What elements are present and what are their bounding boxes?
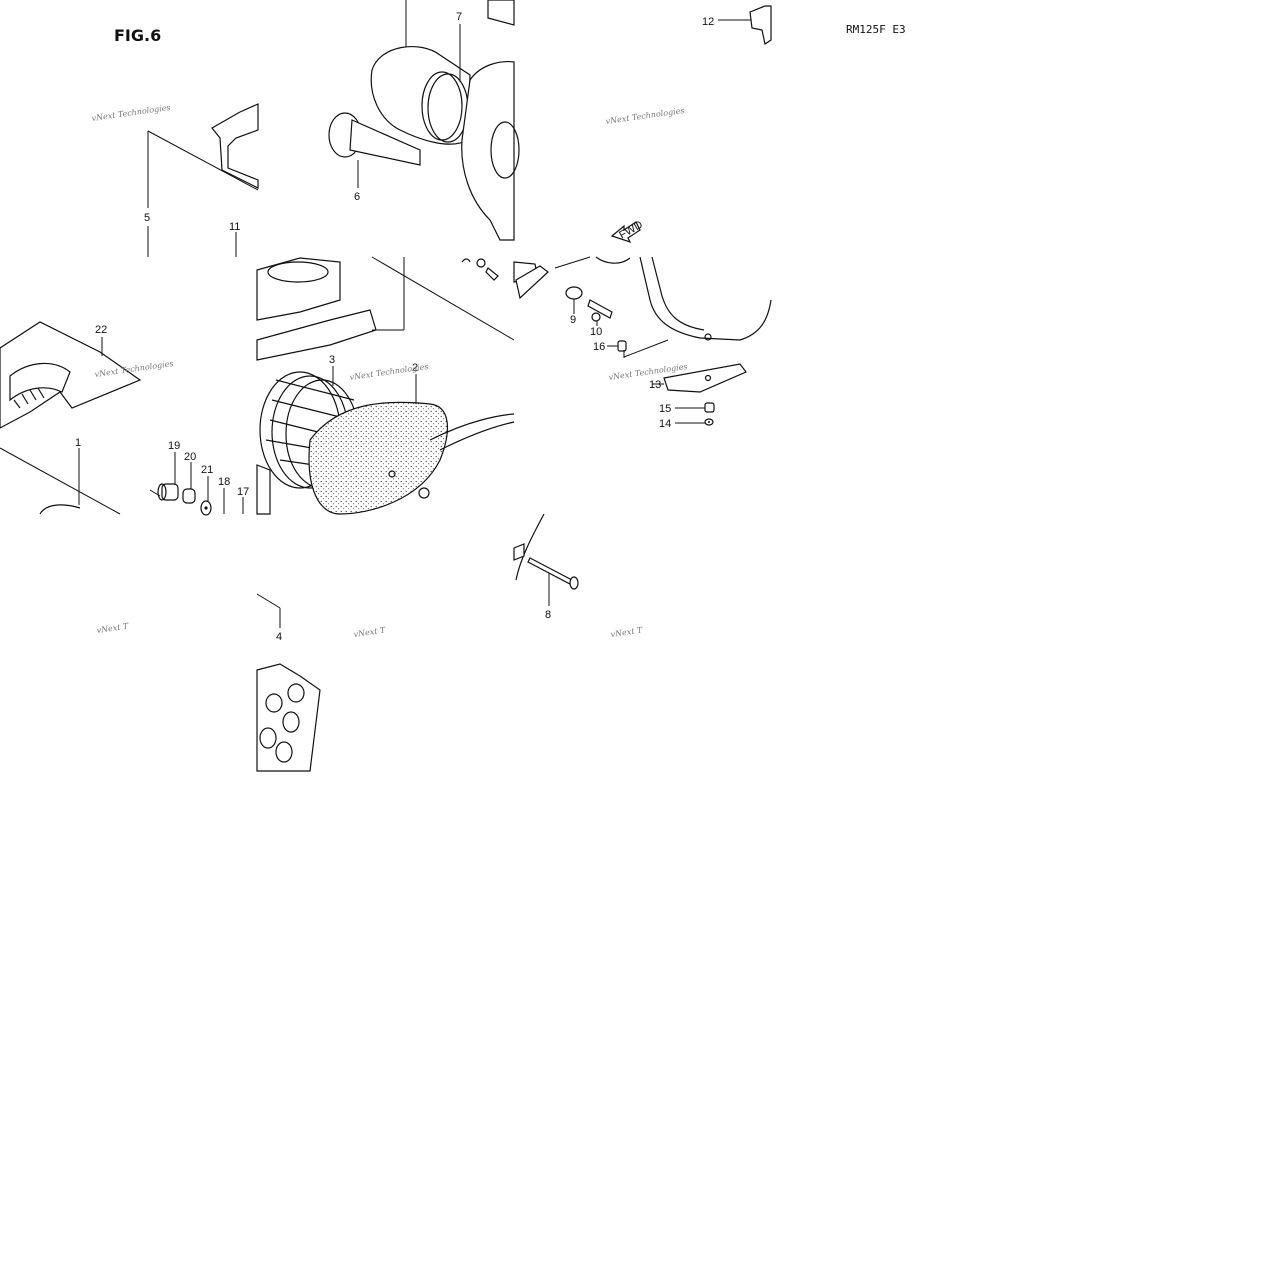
air-box-upper-edge (211, 103, 259, 189)
collar-20 (182, 488, 196, 504)
model-code: RM125F E3 (846, 23, 906, 36)
fwd-arrow: FWD (610, 219, 645, 244)
bolt-15 (704, 402, 715, 413)
leader-line-cover (623, 339, 669, 358)
air-box-cover-inner (651, 256, 705, 331)
grommet-fragment (595, 256, 631, 264)
part-4-hole-1 (287, 683, 305, 703)
callout-6: 6 (354, 191, 360, 203)
frame-flange (256, 309, 377, 361)
air-guide-22-opening (9, 362, 71, 402)
lower-bracket (256, 464, 271, 515)
filter-box-top-flange (487, 0, 515, 26)
watermark-4: vNext Technologies (349, 362, 429, 382)
air-guide-22-fins (13, 387, 45, 409)
callout-15: 15 (659, 403, 671, 415)
tile-middle-right (515, 256, 772, 426)
nut-16 (617, 340, 627, 352)
leader-line-9-top (554, 256, 591, 269)
callout-17: 17 (237, 486, 249, 498)
washer-21 (200, 500, 212, 516)
part-4-hole-3 (282, 711, 300, 733)
air-box-lower-edge (515, 513, 545, 581)
filter-box-side-wall (461, 60, 515, 241)
air-box-cover-outline (639, 256, 772, 341)
callout-9: 9 (570, 314, 576, 326)
part-4-hole-5 (275, 741, 293, 763)
washer-9 (565, 286, 583, 300)
part-4-body (256, 663, 321, 772)
callout-3: 3 (329, 354, 335, 366)
clamp-6-band (349, 119, 421, 166)
watermark-6: vNext T (96, 622, 129, 635)
callout-8: 8 (545, 609, 551, 621)
leader-line-tick (149, 489, 161, 497)
frame-port (267, 261, 329, 283)
bushing-19 (157, 483, 179, 501)
tile-top-middle (328, 0, 520, 241)
watermark-7: vNext T (353, 626, 386, 639)
leader-diag (371, 256, 515, 341)
figure-title: FIG.6 (114, 26, 161, 45)
callout-12: 12 (702, 16, 714, 28)
tile-bottom-center (256, 593, 321, 772)
screw-14 (704, 418, 714, 426)
tile-middle-left (0, 321, 244, 516)
wing-bolt-10 (587, 299, 613, 322)
leader-line-5-diag (147, 130, 259, 191)
lower-bracket-fragment (513, 543, 525, 561)
outlet-tube-body (370, 46, 471, 145)
callout-labels: 1 2 3 4 5 6 7 8 9 10 11 12 13 14 15 16 1… (75, 11, 714, 643)
callout-20: 20 (184, 451, 196, 463)
tile-bottom-right (513, 513, 579, 606)
callout-14: 14 (659, 418, 671, 430)
bolt-8 (527, 557, 579, 590)
callout-22: 22 (95, 324, 107, 336)
callout-19: 19 (168, 440, 180, 452)
callout-21: 21 (201, 464, 213, 476)
callout-16: 16 (593, 341, 605, 353)
watermark-8: vNext T (610, 626, 643, 639)
air-box-lip (39, 504, 81, 515)
callout-18: 18 (218, 476, 230, 488)
filter-box-port (490, 121, 520, 179)
filter-element-2 (308, 401, 448, 515)
callout-7: 7 (456, 11, 462, 23)
bolt-hole (388, 470, 396, 478)
callout-5: 5 (144, 212, 150, 224)
callout-4: 4 (276, 631, 282, 643)
air-box-frame (256, 257, 341, 321)
cover-rivet (704, 333, 712, 341)
cover-edge (429, 413, 515, 451)
plate-13-hole (704, 374, 712, 382)
callout-2: 2 (412, 362, 418, 374)
part-4-hole-2 (265, 693, 283, 713)
air-box-outline-edge (0, 447, 121, 515)
leader-line-4-diag (256, 593, 281, 609)
screw-top-right (476, 258, 499, 281)
callout-1: 1 (75, 437, 81, 449)
cover-hole (418, 487, 430, 499)
tile-top-right: FWD (610, 5, 772, 244)
air-guide-22 (0, 321, 142, 429)
watermarks: vNext Technologies vNext Technologies vN… (91, 103, 688, 639)
clamp-7-ring-inner (421, 71, 463, 141)
watermark-2: vNext Technologies (605, 106, 685, 126)
fwd-label: FWD (617, 219, 645, 242)
part-4-hole-4 (259, 727, 277, 749)
tile-top-left (147, 103, 259, 257)
callout-10: 10 (590, 326, 602, 338)
tile-center (256, 256, 539, 515)
clip-12 (749, 5, 772, 45)
watermark-1: vNext Technologies (91, 103, 171, 123)
clip-fragment (461, 258, 471, 263)
callout-11: 11 (229, 221, 240, 233)
callout-13: 13 (649, 379, 661, 391)
clip-fragment-right (515, 265, 549, 300)
